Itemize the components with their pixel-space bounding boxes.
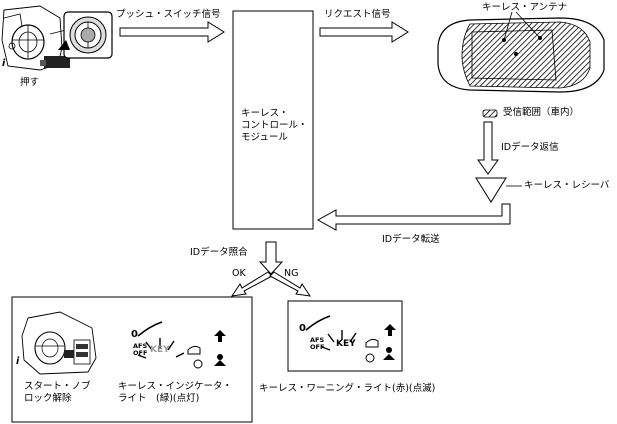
control-module-box: [232, 10, 314, 230]
push-switch-signal-label: プッシュ・スイッチ信号: [116, 9, 221, 20]
ok-afs-glyph: AFS: [133, 342, 148, 350]
keyless-indicator-label: キーレス・インジケータ・ ライト (緑)(点灯): [118, 381, 233, 404]
request-signal-label: リクエスト信号: [324, 9, 391, 20]
arrow-id-match: [258, 241, 284, 275]
arrow-push-switch-signal: [119, 21, 225, 43]
ng-off-glyph: OFF: [310, 343, 325, 351]
ok-dashboard-illustration: [21, 311, 97, 375]
info-mark: i: [2, 58, 6, 69]
receiver-triangle: [475, 177, 507, 203]
ng-afs-glyph: AFS: [310, 336, 325, 344]
ng-indicator-cluster: [305, 315, 396, 363]
reception-range-label: 受信範囲（車内）: [503, 107, 580, 118]
arrow-branch-ok: [230, 271, 273, 297]
reception-range-swatch: [482, 109, 498, 118]
id-reply-label: IDデータ返信: [501, 142, 559, 153]
ok-info-mark: i: [16, 356, 20, 367]
id-transfer-label: IDデータ転送: [382, 234, 440, 245]
arrow-id-transfer: [316, 203, 511, 231]
start-knob-unlock-label: スタート・ノブ ロック解除: [24, 381, 91, 404]
ng-key-glyph: KEY: [336, 339, 356, 349]
keyless-warning-label: キーレス・ワーニング・ライト(赤)(点滅): [259, 383, 436, 394]
id-match-label: IDデータ照合: [190, 247, 248, 258]
ng-zero-glyph: 0: [299, 323, 306, 334]
arrow-id-reply: [477, 121, 499, 175]
keyless-antenna-label: キーレス・アンテナ: [482, 2, 568, 13]
arrow-request-signal: [319, 21, 409, 43]
ok-key-glyph: KEY: [150, 345, 170, 355]
keyless-receiver-label: キーレス・レシーバ: [524, 180, 610, 191]
ok-label: OK: [232, 268, 246, 279]
car-top-view-illustration: [437, 11, 605, 93]
ok-zero-glyph: 0: [131, 329, 138, 340]
dashboard-push-switch-illustration: [1, 5, 113, 71]
arrow-branch-ng: [269, 271, 312, 297]
ok-off-glyph: OFF: [133, 349, 148, 357]
control-module-label: キーレス・ コントロール・ モジュール: [241, 108, 308, 143]
ng-label: NG: [284, 268, 299, 279]
ok-indicator-cluster: [137, 321, 226, 369]
ng-result-box: [287, 300, 403, 372]
push-label: 押す: [20, 77, 40, 88]
